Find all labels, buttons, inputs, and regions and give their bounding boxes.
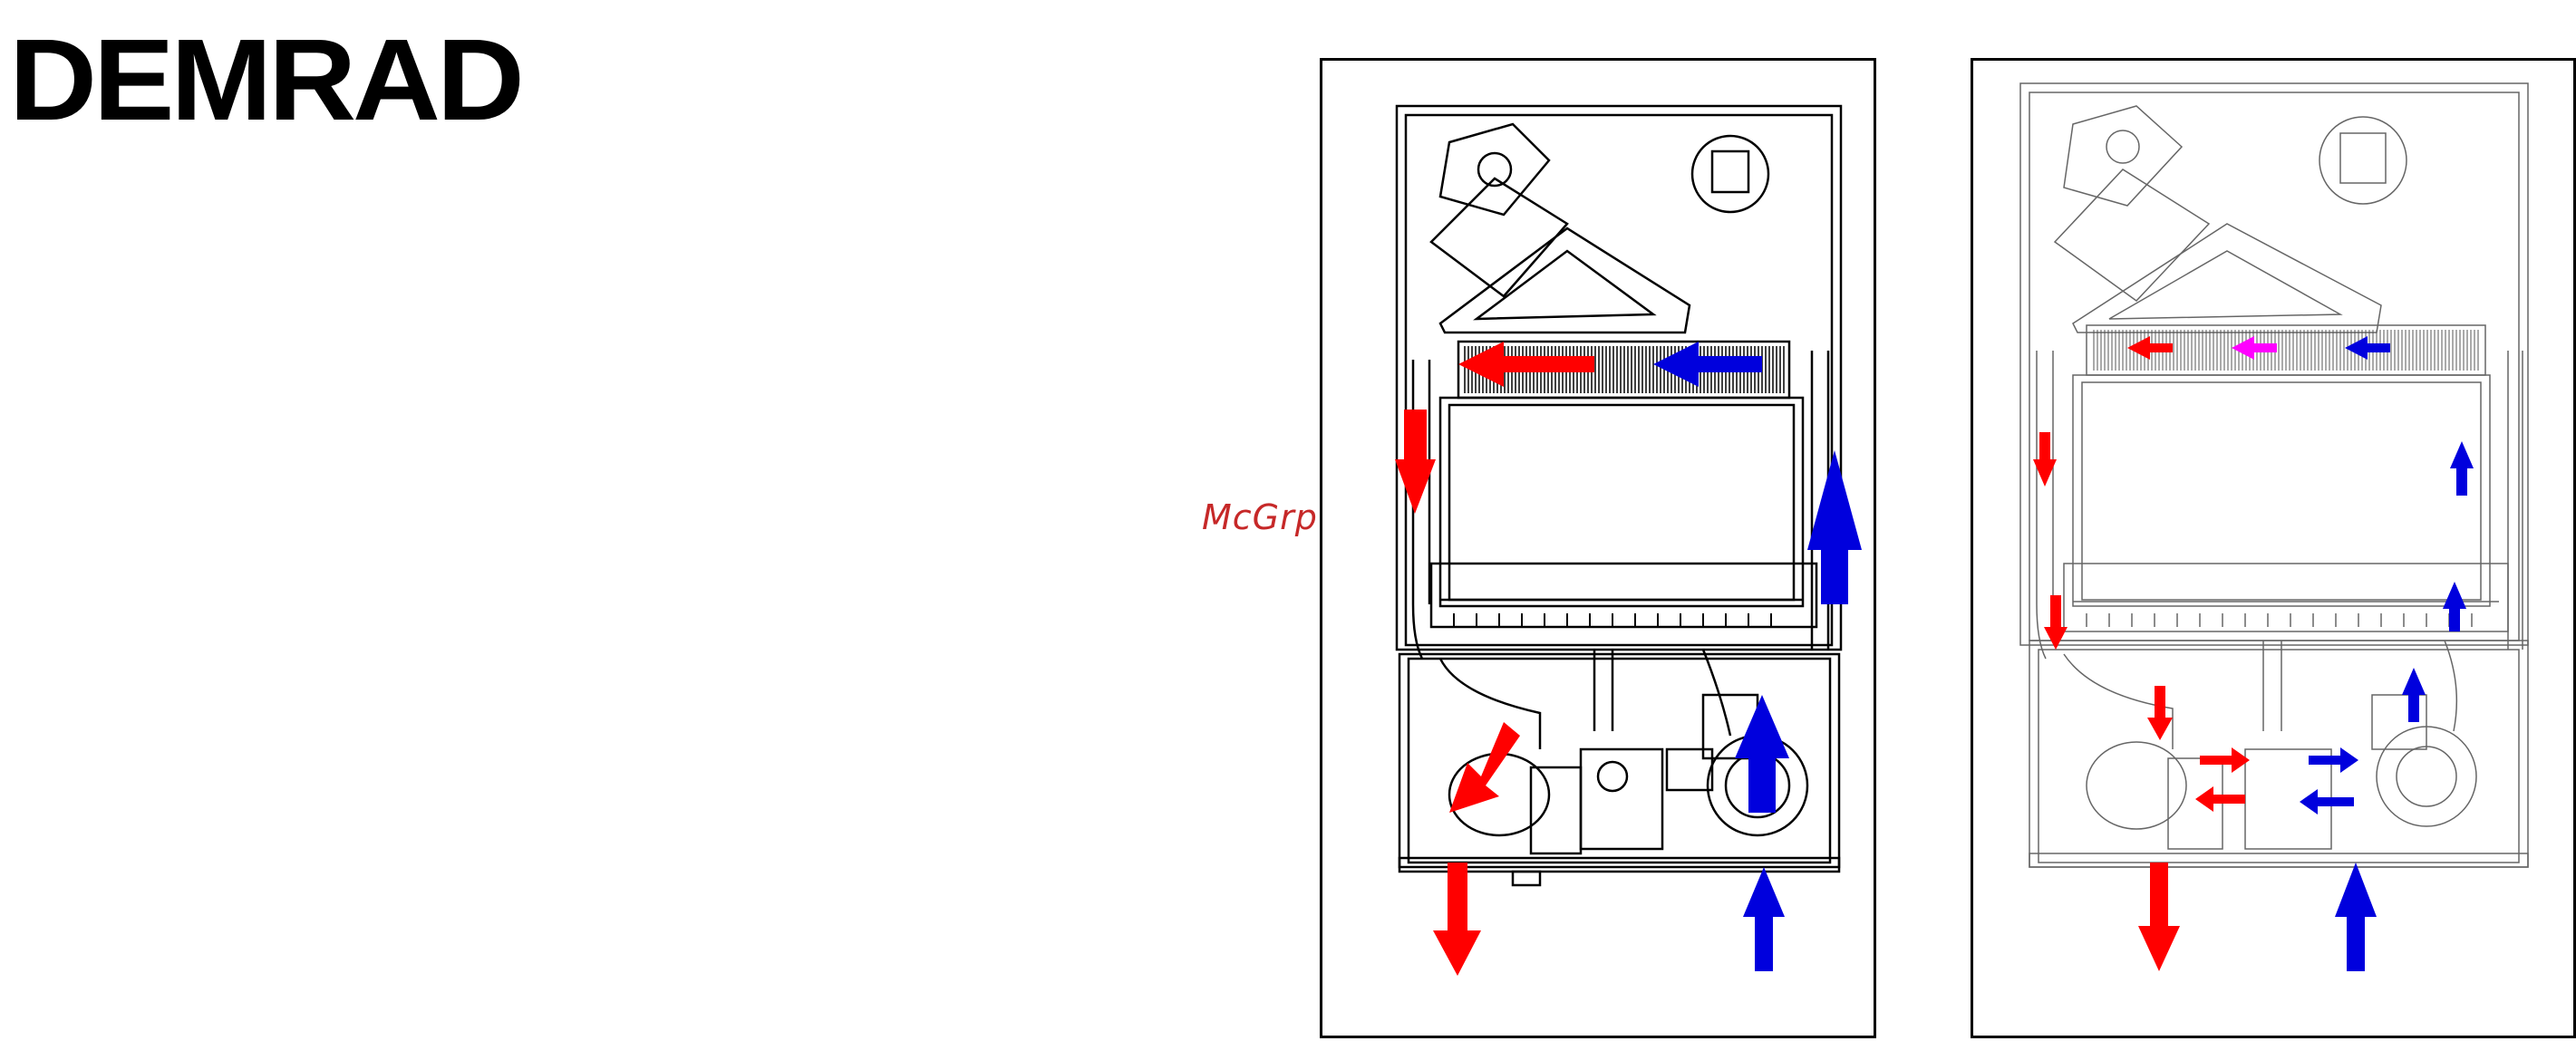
boiler-drawing-left: [1322, 61, 1879, 1041]
boiler-diagram-left: [1320, 58, 1876, 1038]
hot-arrow-to-valve: [2200, 747, 2250, 773]
cold-arrow-inlet: [1743, 867, 1785, 971]
cold-arrow-pump: [1735, 695, 1789, 813]
boiler-diagram-right: [1971, 58, 2576, 1038]
hot-arrow-valve-down: [2147, 686, 2173, 740]
cold-arrow-right-mid: [2443, 582, 2466, 631]
cold-arrow-to-pump: [2309, 747, 2358, 773]
flow-arrows-right: [2033, 336, 2474, 971]
cold-arrow-from-pump: [2300, 789, 2354, 814]
cold-arrow-right-top: [2450, 441, 2474, 496]
demrad-logo: DEMRAD: [9, 13, 535, 149]
hot-arrow-outlet: [1433, 863, 1481, 976]
hot-arrow-valve: [1449, 722, 1520, 813]
cold-arrow-inlet: [2335, 863, 2377, 971]
logo-text: DEMRAD: [9, 13, 521, 149]
boiler-drawing-right: [1973, 61, 2576, 1041]
hot-arrow-outlet: [2138, 863, 2180, 971]
hot-arrow-from-valve: [2195, 786, 2245, 812]
cold-arrow-right-low: [2402, 668, 2426, 722]
